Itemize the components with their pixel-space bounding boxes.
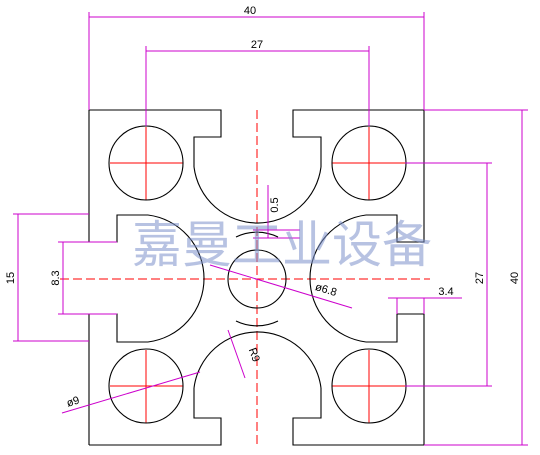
dim-center-radius: R9 bbox=[246, 346, 262, 363]
dim-corner-hole: ø9 bbox=[65, 395, 81, 410]
hole-crosshair-tr bbox=[332, 127, 405, 200]
hole-crosshair-br bbox=[332, 350, 405, 423]
dim-slot-depth: 8.3 bbox=[50, 270, 62, 285]
dimension-lines bbox=[13, 12, 528, 446]
dim-slot-lip: 3.4 bbox=[438, 286, 453, 298]
center-bore bbox=[227, 249, 287, 309]
watermark-text: 嘉曼工业设备 bbox=[132, 216, 432, 274]
dimension-labels: 40 27 40 27 15 8.3 0.5 ø6.8 3.4 ø9 R9 bbox=[5, 5, 521, 410]
dim-slot-width: 15 bbox=[5, 272, 17, 284]
corner-hole-bl bbox=[108, 348, 184, 424]
dim-center-bore: ø6.8 bbox=[314, 281, 339, 299]
dim-hole-spacing-v: 27 bbox=[474, 272, 486, 284]
hole-crosshair-tl bbox=[110, 127, 183, 200]
dim-hole-spacing-h: 27 bbox=[251, 39, 263, 51]
dim-overall-height: 40 bbox=[509, 272, 521, 284]
dim-slot-offset: 0.5 bbox=[269, 197, 281, 212]
hole-crosshair-bl bbox=[110, 350, 183, 423]
profile-outline bbox=[88, 109, 425, 446]
dim-overall-width: 40 bbox=[244, 5, 256, 17]
